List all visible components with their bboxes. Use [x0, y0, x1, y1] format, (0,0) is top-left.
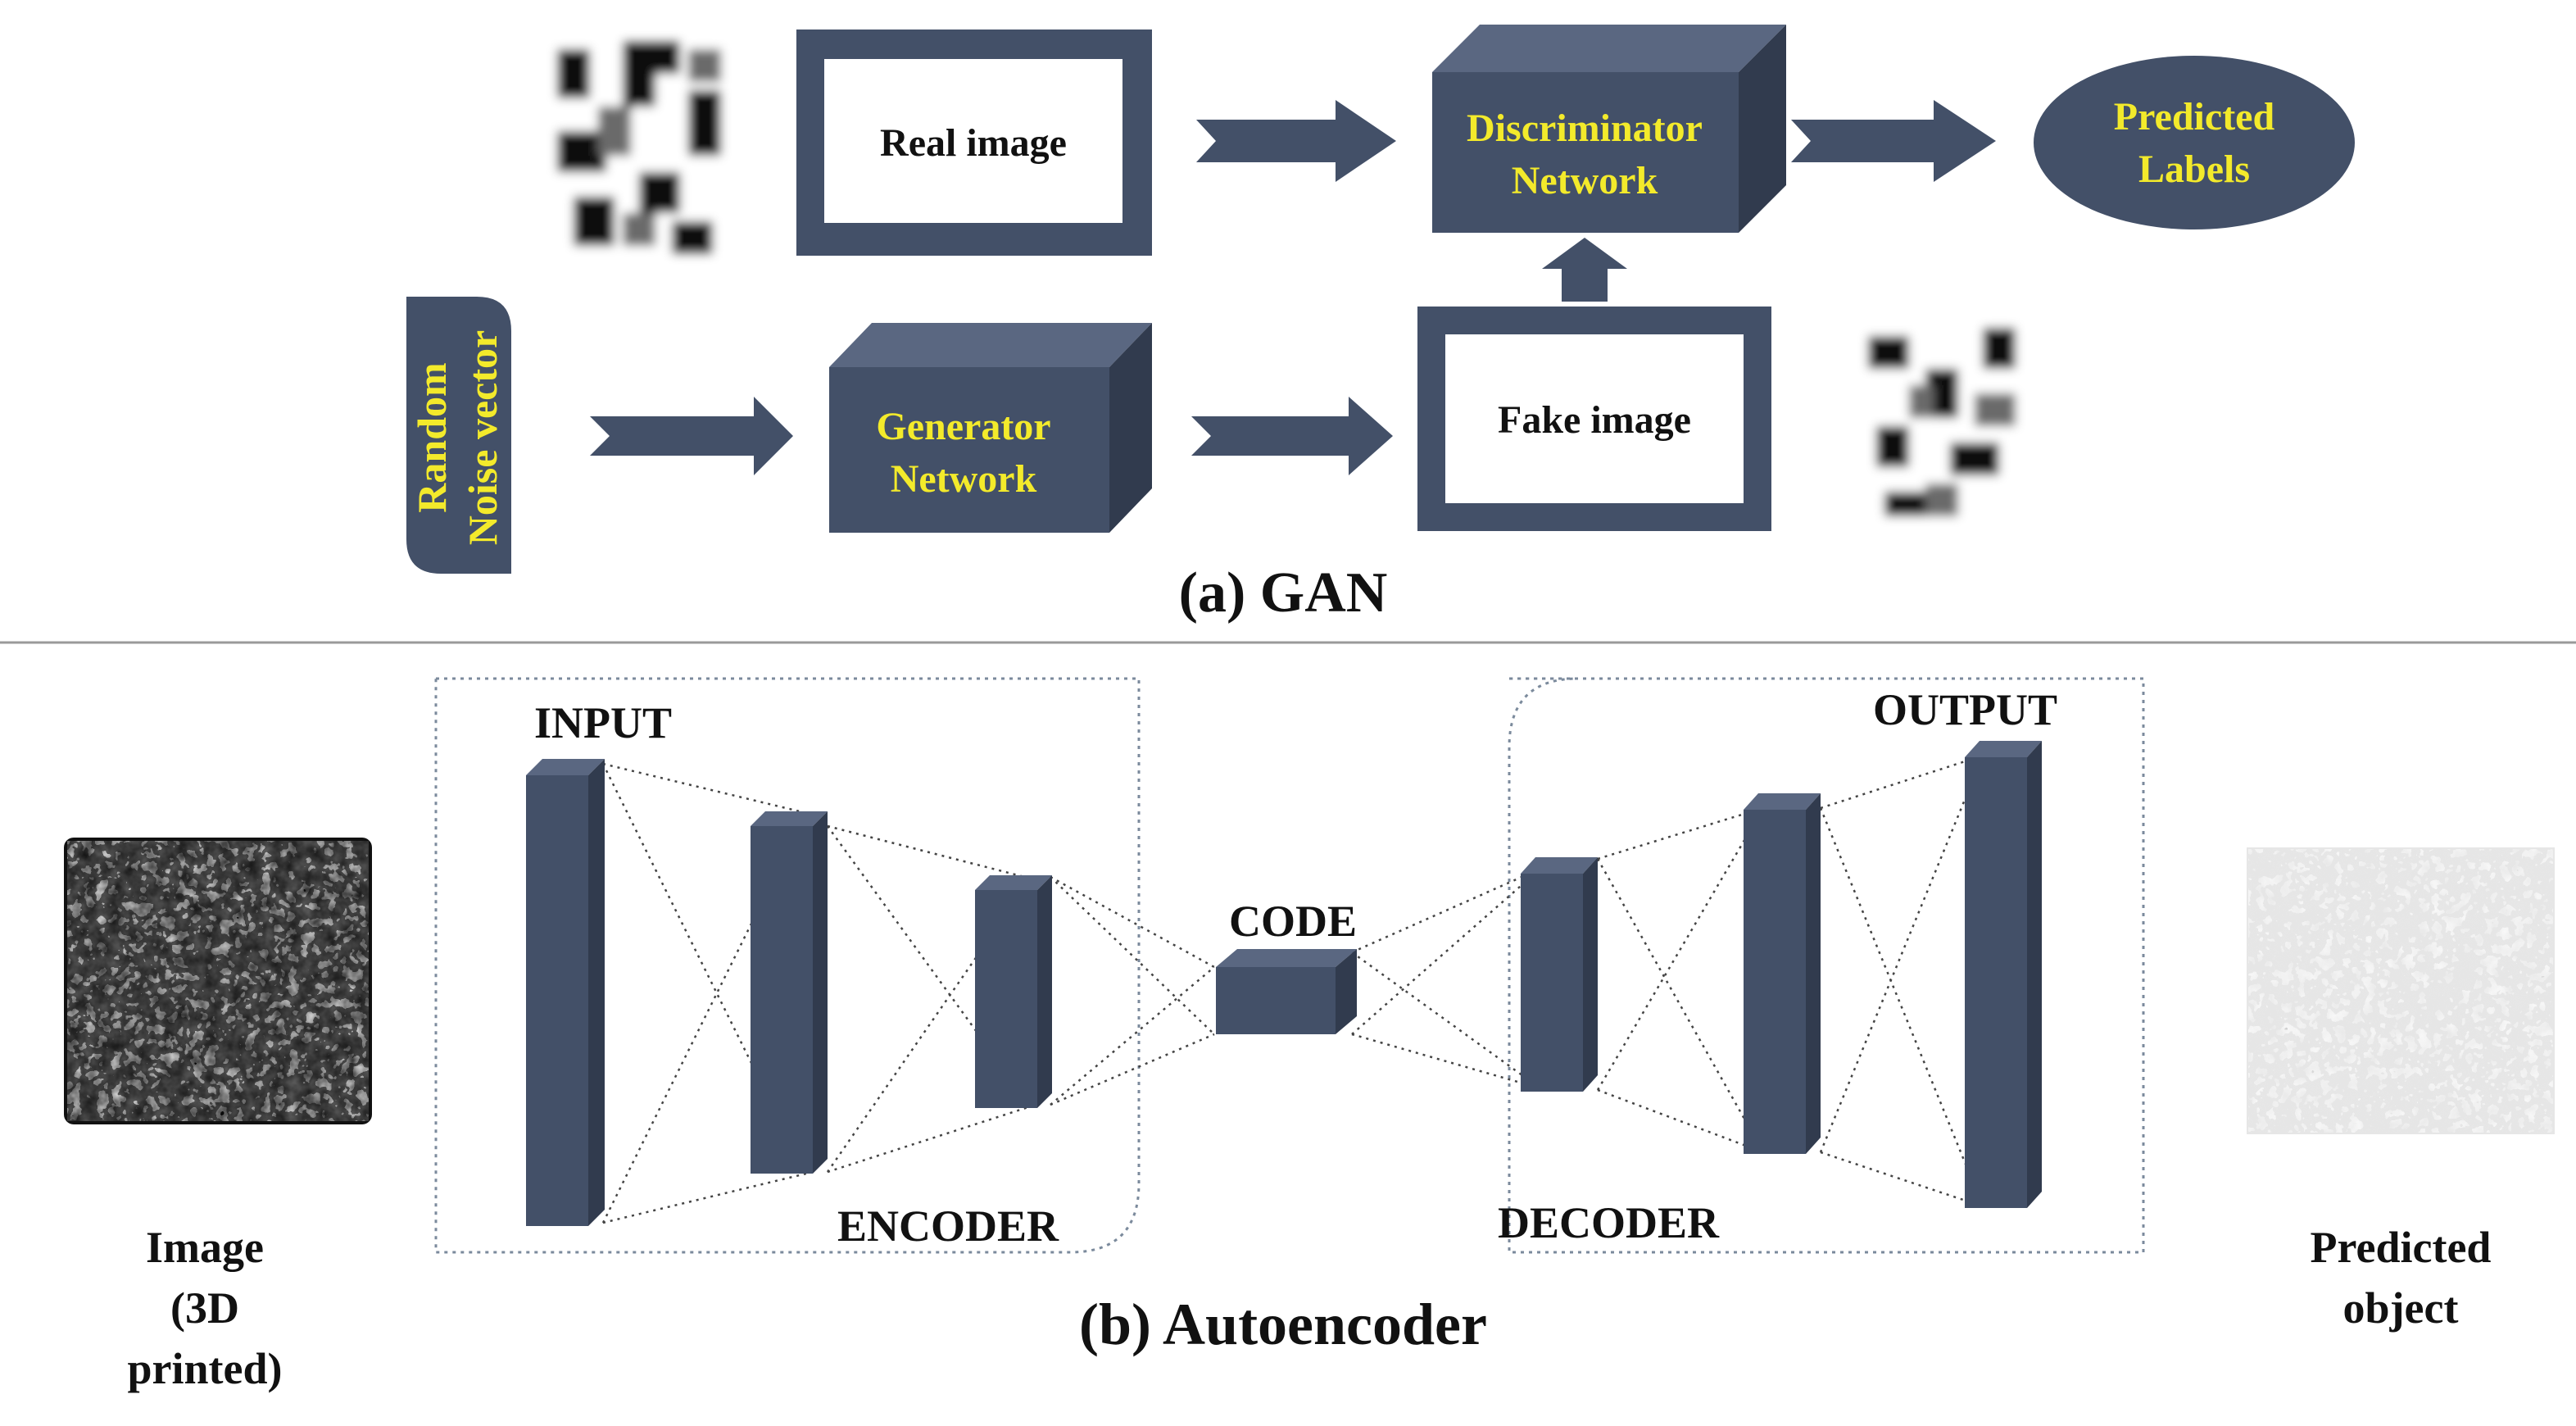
decoder-layer-1 — [1521, 857, 1598, 1092]
code-layer — [1216, 949, 1357, 1034]
arrow-noise-to-generator — [590, 397, 793, 475]
image-label-line1: Image — [146, 1223, 264, 1272]
decoder-container — [1508, 677, 2145, 1254]
real-image-label: Real image — [880, 121, 1067, 165]
decoder-label: DECODER — [1498, 1198, 1720, 1247]
input-3d-printed-image — [64, 838, 372, 1124]
arrow-fake-to-discriminator — [1542, 238, 1627, 302]
generator-label-line1: Generator — [876, 405, 1050, 448]
image-label-line3: printed) — [128, 1344, 283, 1393]
decoder-layer-2 — [1744, 793, 1821, 1154]
encoder-label: ENCODER — [837, 1201, 1059, 1251]
arrow-real-to-discriminator — [1196, 100, 1396, 182]
generator-label-line2: Network — [891, 457, 1037, 501]
predicted-labels-ellipse: Predicted Labels — [2034, 56, 2355, 229]
fake-image-label: Fake image — [1498, 398, 1691, 442]
predicted-object-line2: object — [2343, 1283, 2459, 1333]
generator-network-box: Generator Network — [829, 323, 1152, 533]
code-label: CODE — [1229, 897, 1357, 946]
gan-caption: (a) GAN — [1179, 561, 1388, 624]
decoder-layer-output — [1965, 741, 2042, 1208]
fake-sample-texture — [1857, 321, 2029, 525]
discriminator-label-line2: Network — [1512, 159, 1658, 202]
predicted-labels-line1: Predicted — [2114, 95, 2275, 139]
real-image-box: Real image — [796, 30, 1152, 256]
fake-image-box: Fake image — [1417, 307, 1771, 531]
noise-label-line2: Noise vector — [460, 330, 506, 545]
arrow-discriminator-to-labels — [1791, 100, 1996, 182]
discriminator-label-line1: Discriminator — [1467, 107, 1703, 150]
real-sample-texture — [542, 38, 728, 257]
discriminator-network-box: Discriminator Network — [1432, 25, 1786, 233]
image-label-line2: (3D — [170, 1283, 239, 1333]
encoder-layer-2 — [751, 811, 828, 1174]
predicted-labels-line2: Labels — [2138, 148, 2250, 191]
encoder-layer-3 — [975, 875, 1052, 1108]
noise-label-line1: Random — [409, 362, 455, 512]
autoencoder-caption: (b) Autoencoder — [1079, 1292, 1487, 1357]
random-noise-vector: Random Noise vector — [406, 297, 511, 574]
predicted-object-line1: Predicted — [2311, 1223, 2492, 1272]
input-label: INPUT — [534, 698, 672, 747]
encoder-layer-input — [526, 759, 605, 1226]
arrow-generator-to-fake — [1191, 397, 1393, 475]
output-label: OUTPUT — [1873, 685, 2057, 734]
encoder-container — [434, 677, 1141, 1254]
predicted-object-image — [2247, 847, 2555, 1134]
